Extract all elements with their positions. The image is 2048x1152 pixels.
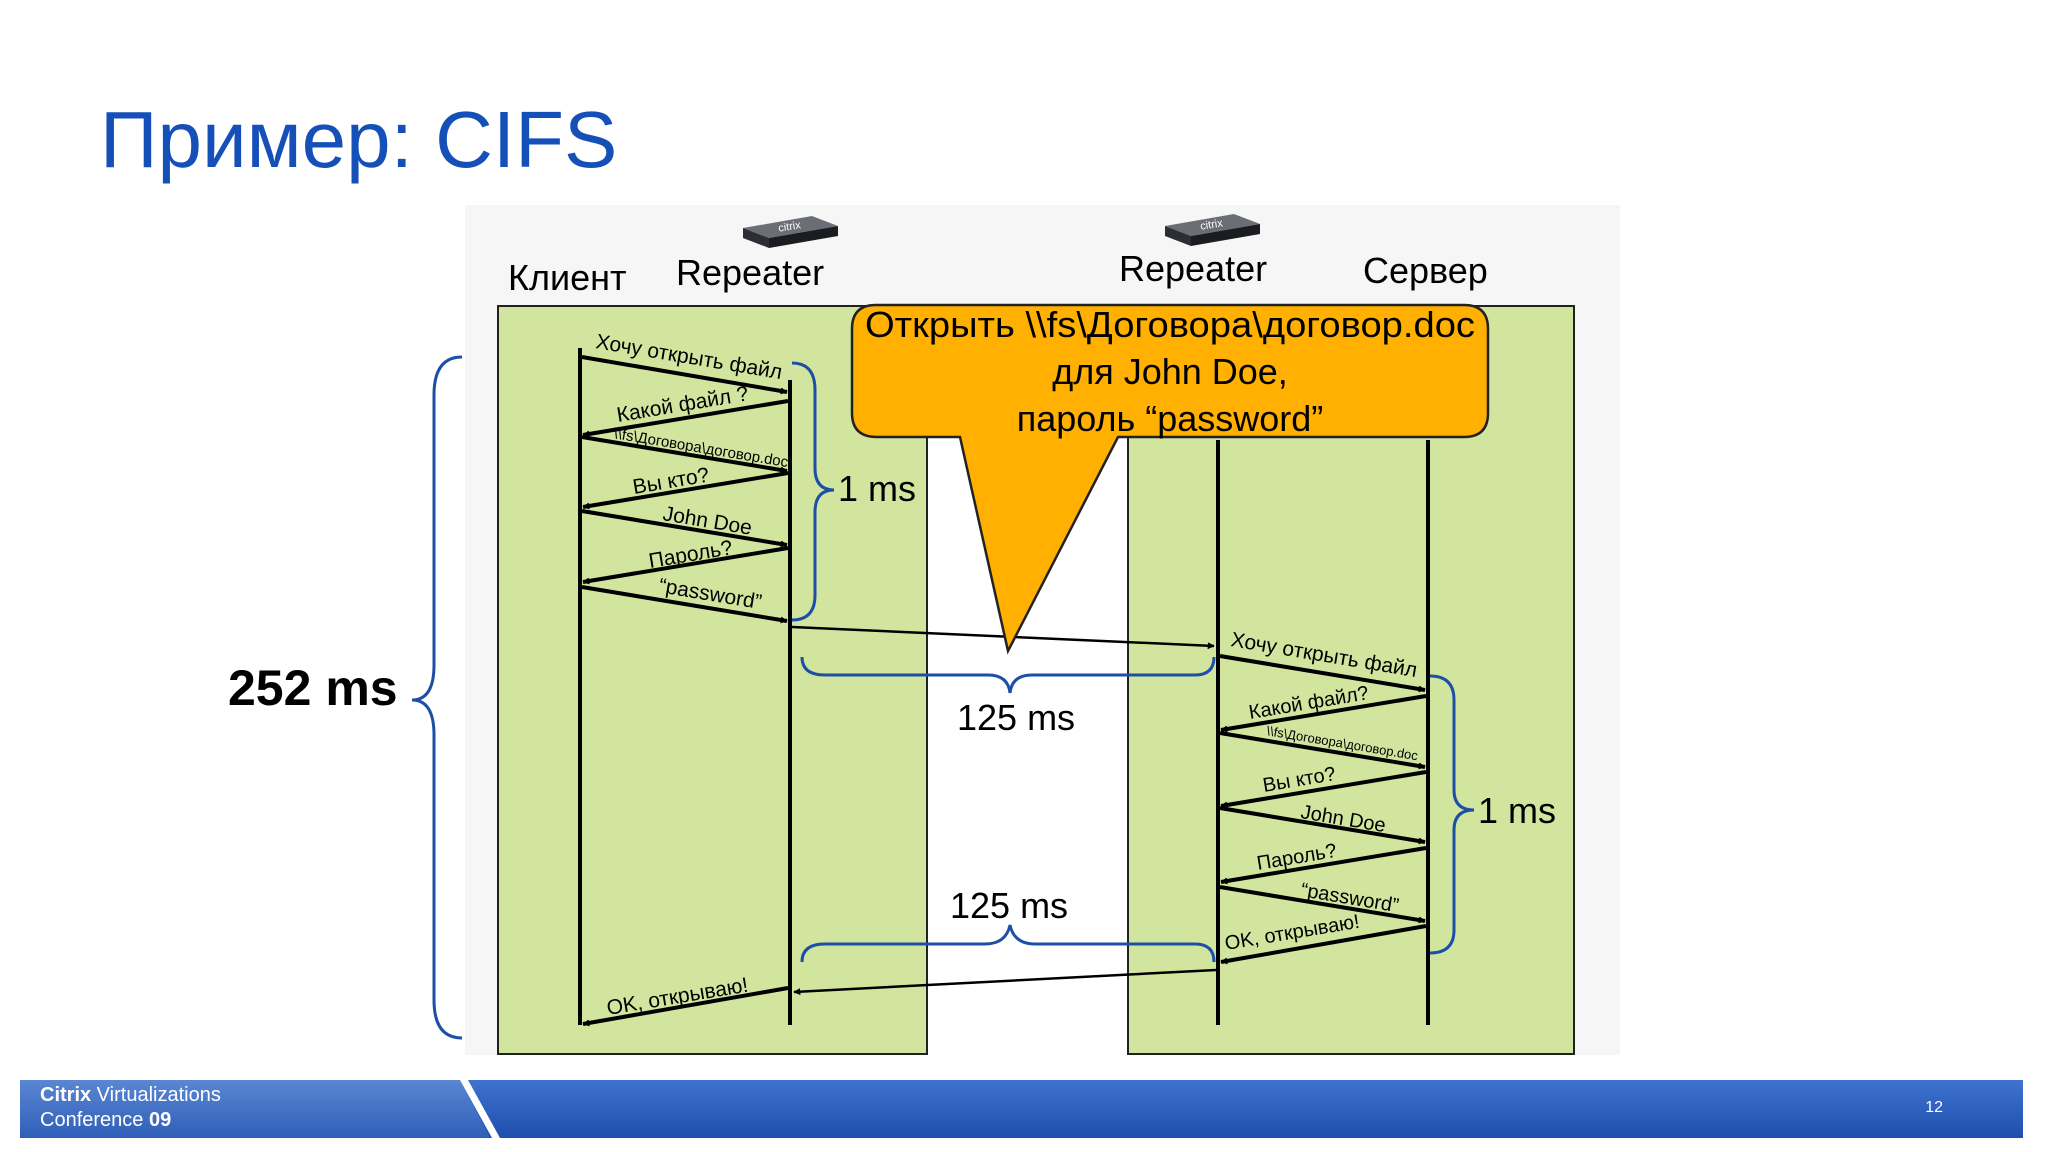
slide-title: Пример: CIFS <box>100 95 618 184</box>
footer-bar: Citrix Virtualizations Conference 09 12 <box>20 1080 2023 1138</box>
message-arrow <box>1219 806 1426 845</box>
conference-word: Conference <box>40 1109 149 1131</box>
message-arrow <box>582 546 789 585</box>
wan-return-brace <box>800 924 1216 963</box>
request-callout: Открыть \\fs\Договора\договор.doc для Jo… <box>850 303 1490 655</box>
wan-return-time-label: 125 ms <box>950 885 1068 926</box>
wan-forward-brace <box>800 656 1216 694</box>
left-local-brace <box>791 361 835 622</box>
message-arrow <box>1220 770 1427 809</box>
footer-brand-panel <box>20 1080 490 1138</box>
brand-word: Citrix <box>40 1084 92 1106</box>
page-number: 12 <box>1925 1099 1943 1116</box>
left-repeater-label: Repeater <box>676 252 824 293</box>
message-arrow <box>581 585 788 624</box>
brand-rest: Virtualizations <box>91 1084 221 1106</box>
callout-line-1: Открыть \\fs\Договора\договор.doc <box>865 304 1475 345</box>
right-local-time-label: 1 ms <box>1478 790 1556 831</box>
left-exchange <box>581 355 789 1027</box>
message-arrow <box>582 986 789 1027</box>
wan-forward-time-label: 125 ms <box>957 697 1075 738</box>
message-arrow <box>1219 731 1426 770</box>
left-local-time-label: 1 ms <box>838 468 916 509</box>
message-arrow <box>1219 885 1426 924</box>
message-arrow <box>581 355 788 395</box>
repeater-appliance-icon: citrix <box>1165 214 1260 246</box>
sequence-diagram: citrix citrix Клиент Repeater Repeater С… <box>228 214 1575 1055</box>
wan-forward-arrow <box>791 625 1215 650</box>
right-local-brace <box>1429 674 1475 955</box>
message-arrow <box>581 509 788 548</box>
message-arrow <box>1219 654 1426 693</box>
device-logo: citrix <box>1199 217 1224 232</box>
right-repeater-label: Repeater <box>1119 248 1267 289</box>
client-label: Клиент <box>508 257 626 298</box>
message-arrow <box>1220 694 1427 733</box>
message-arrow <box>582 399 789 438</box>
message-arrow <box>581 435 788 474</box>
callout-line-3: пароль “password” <box>1017 398 1324 439</box>
wan-return-arrow <box>793 968 1217 996</box>
message-arrow <box>582 471 789 510</box>
client-site-zone <box>497 305 928 1055</box>
right-exchange <box>1219 654 1427 965</box>
footer-conference: Conference 09 <box>40 1109 171 1132</box>
message-arrow <box>1220 846 1427 885</box>
total-time-label: 252 ms <box>228 660 398 716</box>
repeater-appliance-icon: citrix <box>743 216 838 248</box>
server-label: Сервер <box>1363 250 1488 291</box>
total-time-brace <box>411 355 463 1040</box>
message-arrow <box>1220 924 1427 965</box>
footer-brand-name: Citrix Virtualizations <box>40 1084 221 1107</box>
callout-line-2: для John Doe, <box>1052 351 1288 392</box>
device-logo: citrix <box>777 219 802 234</box>
conference-year: 09 <box>148 1109 172 1131</box>
